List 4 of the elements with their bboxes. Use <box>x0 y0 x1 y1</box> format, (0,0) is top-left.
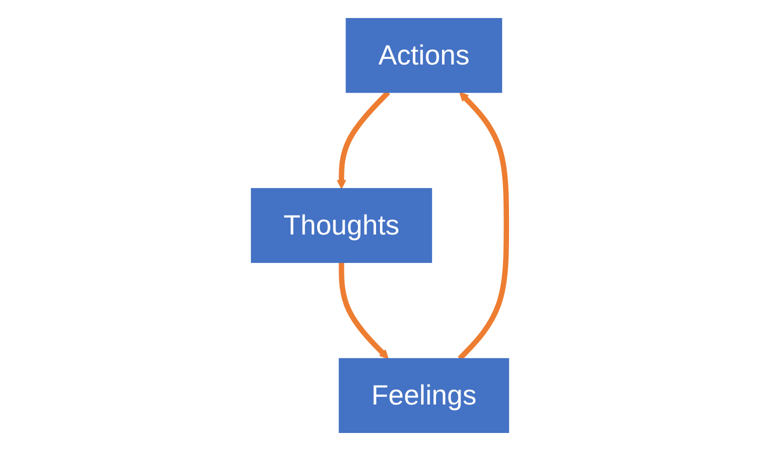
node-box: Actions <box>346 18 502 93</box>
arrow <box>338 262 389 360</box>
node-box: Feelings <box>338 358 510 433</box>
node-box: Thoughts <box>250 188 432 263</box>
